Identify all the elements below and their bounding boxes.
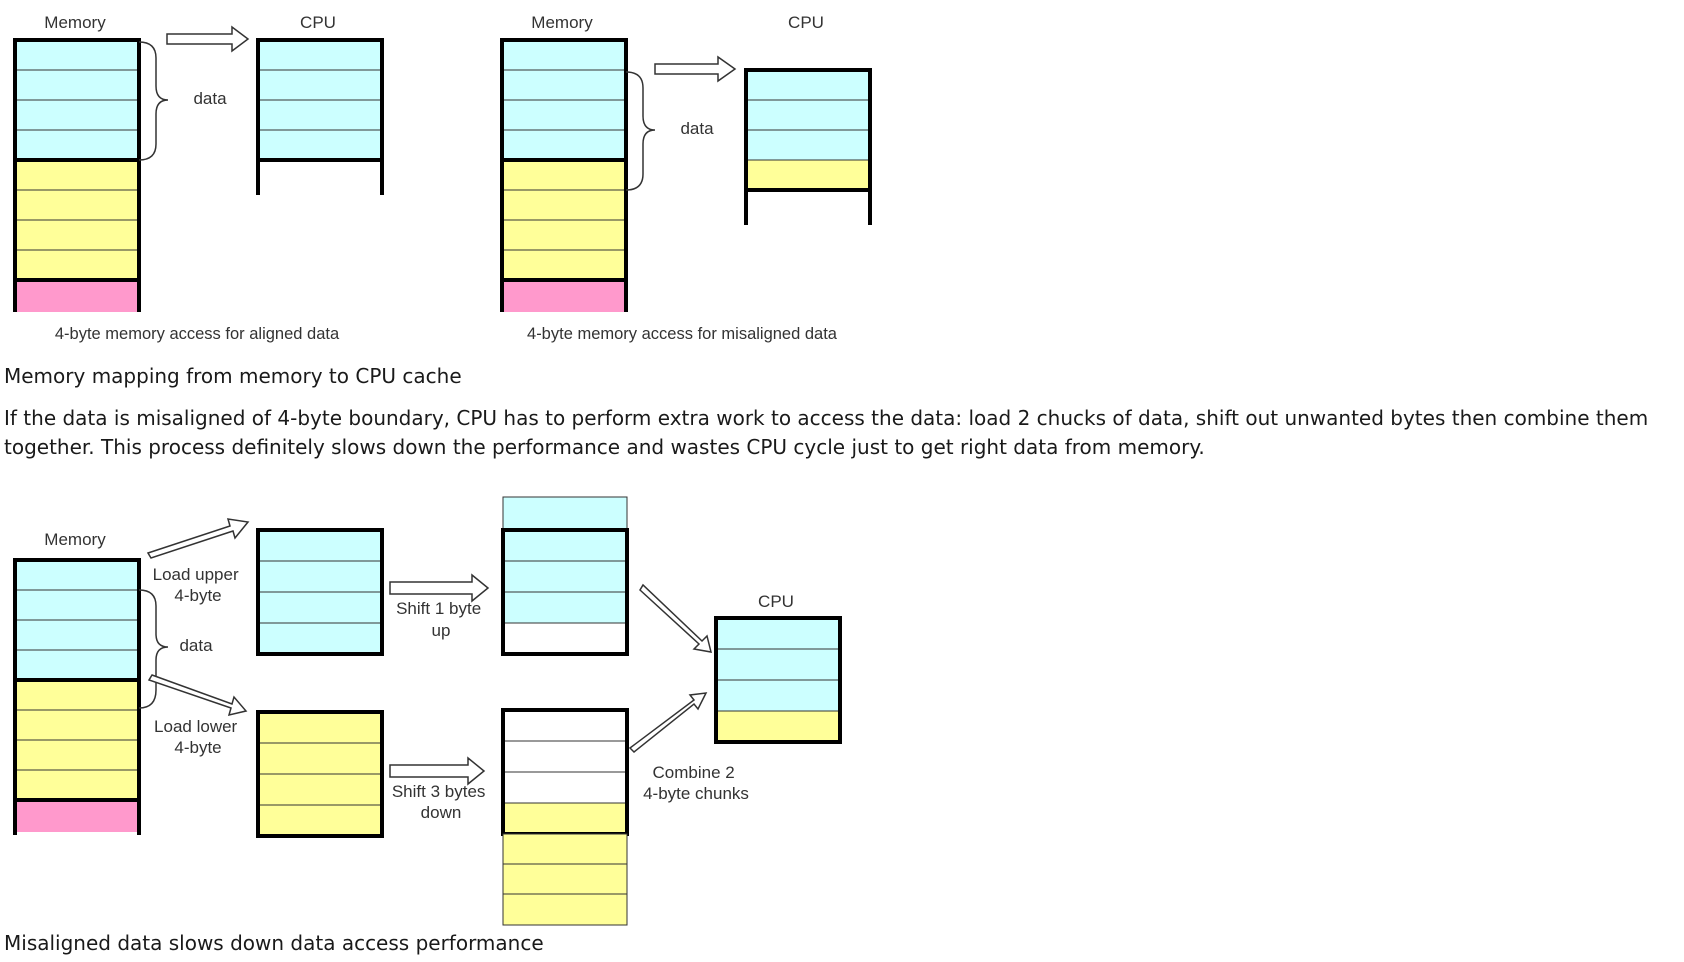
combine-upper-arrow — [639, 583, 713, 653]
shifted-out-bytes — [502, 833, 628, 926]
load-arrow — [654, 55, 737, 83]
shift-up-label: Shift 1 byte up — [396, 599, 486, 640]
shift-up-arrow — [389, 573, 490, 603]
shift-down-arrow — [389, 756, 486, 786]
data-label: data — [680, 119, 714, 138]
shifted-out-byte — [502, 496, 628, 531]
shifted-lower-chunk — [501, 708, 629, 926]
data-label: data — [179, 636, 213, 655]
data-brace — [138, 589, 169, 709]
memory-stack — [500, 38, 628, 312]
lower-chunk-register — [256, 710, 384, 838]
figure-caption-1: Memory mapping from memory to CPU cache — [4, 364, 462, 388]
memory-label: Memory — [531, 13, 593, 32]
cpu-register — [256, 38, 384, 195]
diagram-caption: 4-byte memory access for aligned data — [55, 325, 340, 343]
memory-stack — [13, 558, 141, 835]
load-arrow — [166, 25, 250, 53]
upper-chunk-register — [256, 528, 384, 656]
shift-down-label: Shift 3 bytes down — [392, 782, 490, 822]
load-upper-arrow — [146, 518, 250, 559]
diagram-caption: 4-byte memory access for misaligned data — [527, 325, 838, 343]
memory-stack — [13, 38, 141, 312]
combine-lower-arrow — [628, 692, 708, 754]
cpu-register — [744, 68, 872, 225]
combine-label: Combine 2 4-byte chunks — [643, 763, 749, 803]
cpu-label: CPU — [788, 13, 824, 32]
memory-label: Memory — [44, 13, 106, 32]
body-paragraph: If the data is misaligned of 4-byte boun… — [4, 406, 1649, 459]
misaligned-access-diagram: Memory CPU data — [500, 13, 872, 343]
memory-label: Memory — [44, 530, 106, 549]
load-lower-label: Load lower 4-byte — [154, 717, 242, 757]
shifted-upper-chunk — [501, 496, 629, 656]
data-brace — [138, 41, 169, 161]
cpu-register — [714, 616, 842, 744]
memory-block-other — [15, 280, 139, 312]
cpu-label: CPU — [758, 592, 794, 611]
cpu-label: CPU — [300, 13, 336, 32]
data-label: data — [193, 89, 227, 108]
data-brace — [625, 71, 656, 191]
load-lower-arrow — [147, 674, 248, 717]
aligned-access-diagram: Memory CPU data — [13, 13, 384, 343]
misaligned-penalty-diagram: Memory data Load upper 4-byte — [13, 496, 842, 926]
figure-caption-2: Misaligned data slows down data access p… — [4, 931, 544, 955]
load-upper-label: Load upper 4-byte — [153, 565, 244, 605]
